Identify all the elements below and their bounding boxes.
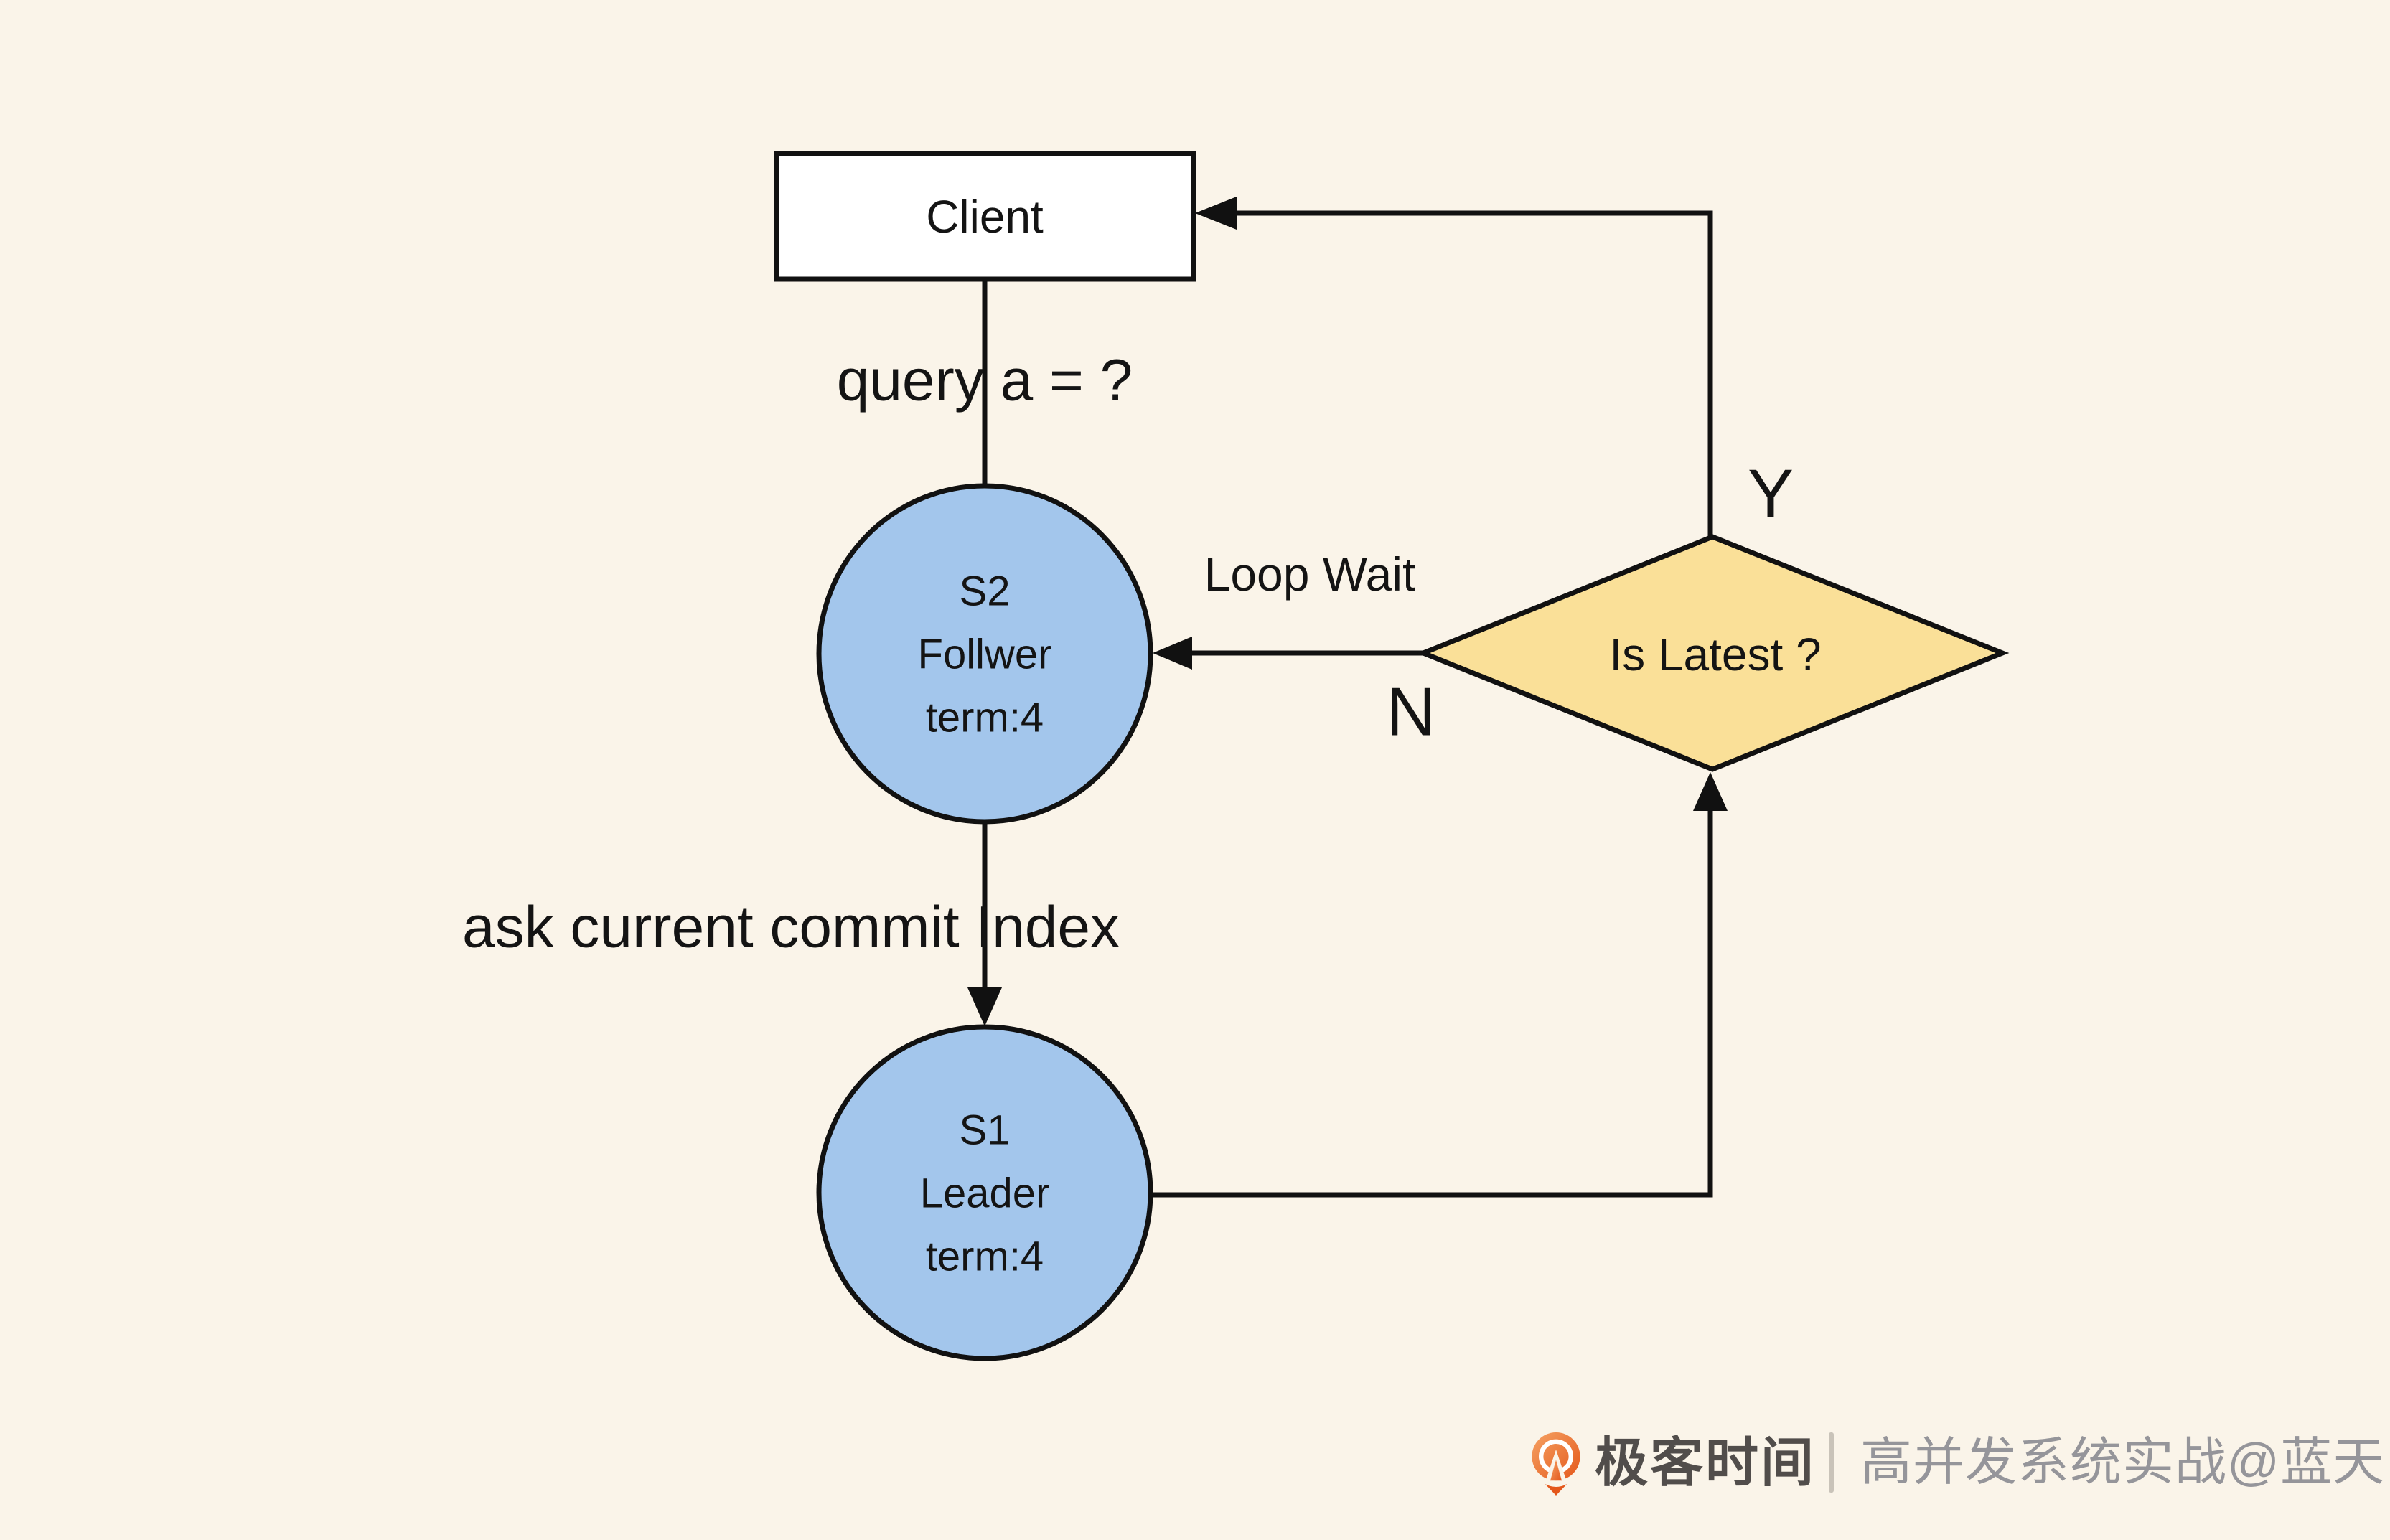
edge-decision-to-client [1236, 210, 1713, 537]
s1-leader-node [816, 1024, 1153, 1361]
geektime-logo-icon [1532, 1432, 1580, 1496]
nodes: Client S2 Follwer term:4 S1 Leader term:… [774, 151, 2010, 1361]
arrowhead-up-into-decision [1693, 772, 1728, 811]
edge-s1-to-decision [1151, 809, 1713, 1198]
edge-labels: query a = ? ask current commit Index Loo… [462, 348, 1794, 960]
s2-node-line2: Follwer [918, 632, 1052, 678]
ask-edge-label: ask current commit Index [462, 895, 1120, 960]
credit-text: 高并发系统实战@蓝天 [1860, 1434, 2385, 1491]
client-node-label: Client [926, 191, 1044, 243]
footer-separator-bar [1829, 1432, 1834, 1493]
arrowhead-down-into-s1 [967, 987, 1002, 1026]
arrowhead-left-into-s2 [1153, 637, 1192, 670]
decision-label: Is Latest ? [1609, 629, 1821, 680]
decision-diamond [1416, 534, 2010, 772]
s2-follower-node [816, 483, 1153, 825]
s2-node-line3: term:4 [926, 695, 1044, 741]
edges [967, 197, 1728, 1198]
no-branch-label: N [1386, 674, 1435, 751]
loop-wait-label: Loop Wait [1204, 548, 1416, 601]
footer-watermark: 极客时间 高并发系统实战@蓝天 [1532, 1432, 2385, 1496]
yes-branch-label: Y [1748, 456, 1794, 532]
s2-node-line1: S2 [960, 568, 1011, 615]
query-edge-label: query a = ? [837, 348, 1133, 413]
s1-node-line2: Leader [920, 1170, 1050, 1217]
arrowhead-left-into-client [1195, 197, 1237, 230]
brand-name-text: 极客时间 [1595, 1433, 1816, 1493]
client-node [774, 151, 1196, 282]
s1-node-line1: S1 [960, 1107, 1011, 1154]
s1-node-line3: term:4 [926, 1234, 1044, 1280]
